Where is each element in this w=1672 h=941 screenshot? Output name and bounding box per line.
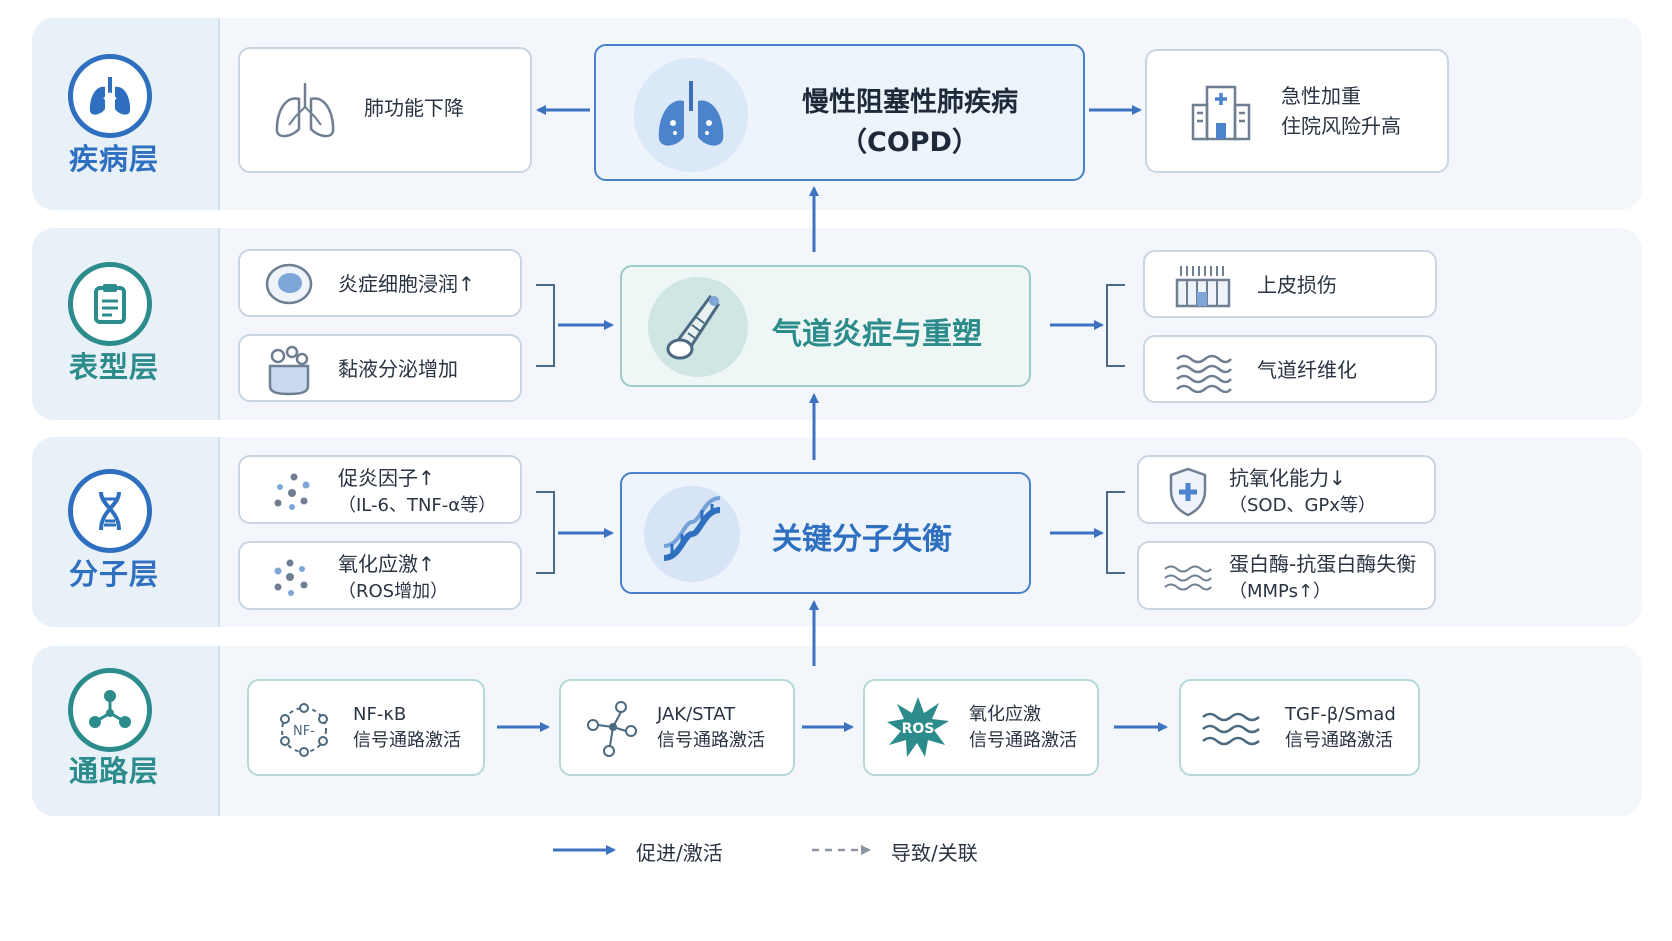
bracket-phenotype-right — [1106, 284, 1125, 367]
wave-lines-icon — [1173, 349, 1233, 393]
oxidative-stress-box: 氧化应激↑ （ROS增加） — [238, 541, 522, 610]
legend-solid-label: 促进/激活 — [636, 841, 723, 865]
protease-label-2: （MMPs↑） — [1229, 581, 1332, 602]
antioxidant-box: 抗氧化能力↓ （SOD、GPx等） — [1137, 455, 1436, 524]
jakstat-label-2: 信号通路激活 — [657, 730, 765, 751]
molecular-layer-title: 分子层 — [68, 557, 159, 591]
lungs-outline-icon — [270, 77, 340, 143]
airway-inflammation-box: 气道炎症与重塑 — [620, 265, 1031, 387]
copd-abbreviation: （COPD） — [840, 127, 979, 158]
exacerbation-label-1: 急性加重 — [1281, 84, 1361, 108]
molecular-imbalance-title: 关键分子失衡 — [772, 522, 952, 557]
pathway-node-tgf: TGF-β/Smad 信号通路激活 — [1179, 679, 1420, 776]
pathway-node-nfkb: NF- NF-κB 信号通路激活 — [247, 679, 485, 776]
lungs-icon — [68, 54, 152, 138]
clipboard-icon — [68, 262, 152, 346]
shield-icon — [1165, 465, 1211, 517]
pathway-layer-title: 通路层 — [68, 754, 159, 788]
network-icon — [68, 668, 152, 752]
copd-title: 慢性阻塞性肺疾病 — [802, 87, 1018, 118]
disease-layer-title: 疾病层 — [68, 142, 159, 176]
pathway-node-oxidative: ROS 氧化应激 信号通路激活 — [863, 679, 1099, 776]
epithelium-icon — [1173, 262, 1233, 310]
ring-network-icon: NF- — [273, 699, 335, 761]
oxidative-pathway-label-1: 氧化应激 — [969, 704, 1041, 725]
oxidative-pathway-label-2: 信号通路激活 — [969, 730, 1077, 751]
nfkb-icon-text: NF- — [293, 724, 315, 739]
antioxidant-label-2: （SOD、GPx等） — [1229, 495, 1376, 516]
airway-icon — [648, 277, 748, 377]
bracket-phenotype-left — [536, 284, 555, 367]
molecule-icon — [581, 697, 643, 761]
hospital-icon — [1187, 79, 1255, 143]
epithelial-damage-label: 上皮损伤 — [1257, 273, 1337, 297]
copd-box: 慢性阻塞性肺疾病 （COPD） — [594, 44, 1085, 181]
protease-label-1: 蛋白酶-抗蛋白酶失衡 — [1229, 552, 1417, 576]
pathway-layer-header: 通路层 — [32, 646, 220, 816]
lung-function-label: 肺功能下降 — [364, 96, 464, 120]
phenotype-layer-header: 表型层 — [32, 228, 220, 420]
tgf-label-1: TGF-β/Smad — [1285, 704, 1396, 725]
mucus-box: 黏液分泌增加 — [238, 334, 522, 402]
exacerbation-box: 急性加重 住院风险升高 — [1145, 49, 1449, 173]
protease-box: 蛋白酶-抗蛋白酶失衡 （MMPs↑） — [1137, 541, 1436, 610]
legend-dashed-label: 导致/关联 — [891, 841, 978, 865]
wave-lines-icon — [1199, 709, 1263, 749]
inflammatory-cells-box: 炎症细胞浸润↑ — [238, 249, 522, 317]
airway-fibrosis-box: 气道纤维化 — [1143, 335, 1437, 403]
molecular-imbalance-box: 关键分子失衡 — [620, 472, 1031, 594]
lung-function-box: 肺功能下降 — [238, 47, 532, 173]
burst-icon: ROS — [885, 695, 951, 761]
nfkb-label-1: NF-κB — [353, 704, 407, 725]
cytokines-box: 促炎因子↑ （IL-6、TNF-α等） — [238, 455, 522, 524]
mucus-label: 黏液分泌增加 — [338, 357, 458, 381]
bracket-molecular-left — [536, 491, 555, 574]
dots-icon — [266, 555, 314, 599]
dna-icon — [68, 469, 152, 553]
wave-lines-icon — [1161, 561, 1213, 595]
cytokines-label-1: 促炎因子↑ — [338, 466, 435, 490]
bracket-molecular-right — [1106, 491, 1125, 574]
phenotype-layer-title: 表型层 — [68, 350, 159, 384]
mucus-icon — [262, 342, 316, 396]
jakstat-label-1: JAK/STAT — [657, 704, 736, 725]
nfkb-label-2: 信号通路激活 — [353, 730, 461, 751]
disease-layer-header: 疾病层 — [32, 18, 220, 210]
epithelial-damage-box: 上皮损伤 — [1143, 250, 1437, 318]
pathway-node-jakstat: JAK/STAT 信号通路激活 — [559, 679, 795, 776]
antioxidant-label-1: 抗氧化能力↓ — [1229, 466, 1346, 490]
inflammatory-cells-label: 炎症细胞浸润↑ — [338, 272, 475, 296]
airway-inflammation-title: 气道炎症与重塑 — [772, 317, 982, 352]
oxidative-stress-label-2: （ROS增加） — [338, 581, 449, 602]
cell-icon — [262, 259, 316, 309]
airway-fibrosis-label: 气道纤维化 — [1257, 358, 1357, 382]
exacerbation-label-2: 住院风险升高 — [1281, 114, 1401, 138]
lungs-icon — [634, 58, 748, 172]
dna-helix-icon — [644, 486, 740, 582]
tgf-label-2: 信号通路激活 — [1285, 730, 1393, 751]
oxidative-stress-label-1: 氧化应激↑ — [338, 552, 435, 576]
molecular-layer-header: 分子层 — [32, 437, 220, 627]
dots-icon — [266, 469, 314, 513]
ros-icon-text: ROS — [902, 721, 935, 737]
cytokines-label-2: （IL-6、TNF-α等） — [338, 495, 497, 516]
